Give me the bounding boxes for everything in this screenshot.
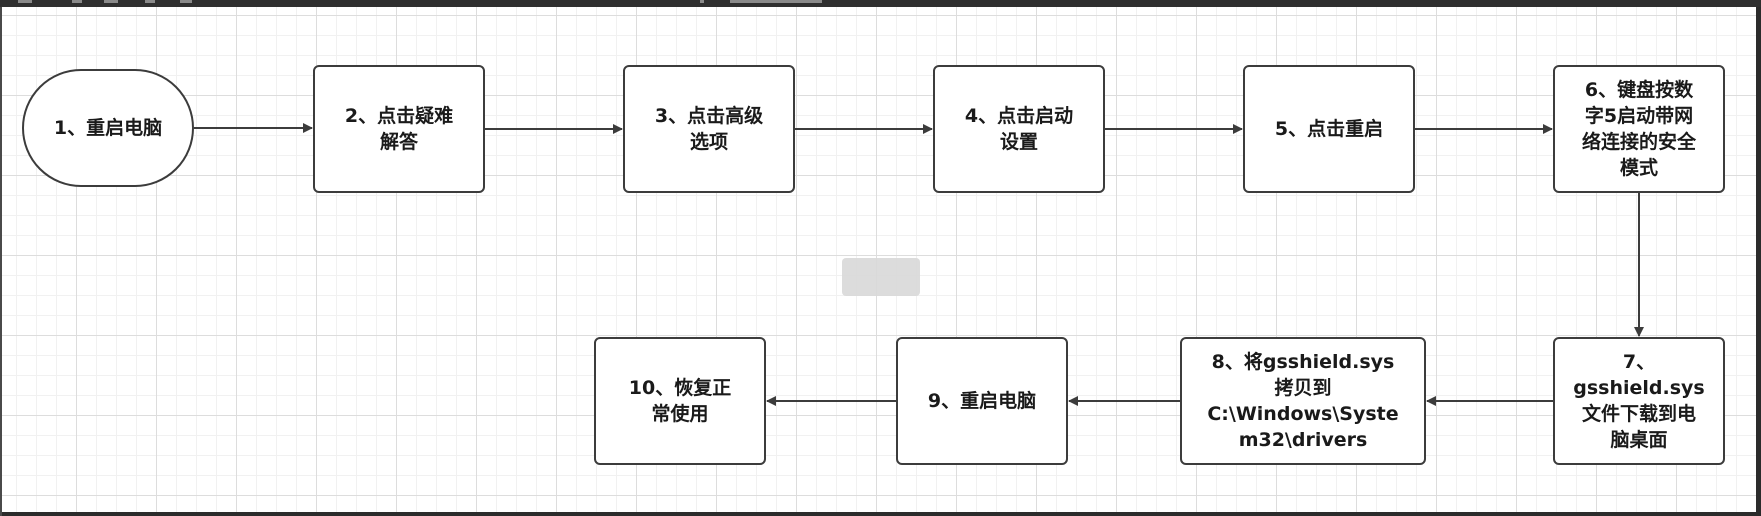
document-title-tab[interactable] [730,0,822,3]
flow-connectors [194,123,1644,406]
flow-node-label: 5、点击重启 [1274,118,1384,140]
flow-node-startup-settings[interactable]: 4、点击启动 设置 [933,65,1105,193]
diagram-canvas[interactable]: 1、重启电脑 2、点击疑难 解答 3、点击高级 选项 4、点击启动 设置 5、点… [2,7,1756,512]
flow-node-download-file[interactable]: 7、 gsshield.sys 文件下载到电 脑桌面 [1553,337,1725,465]
flow-node-restart-pc[interactable]: 1、重启电脑 [22,69,194,187]
canvas-left-border [0,7,2,516]
toolbar-icon[interactable] [72,0,82,3]
flow-node-advanced-options[interactable]: 3、点击高级 选项 [623,65,795,193]
flow-node-label: 9、重启电脑 [927,390,1037,412]
flow-node-resume-normal[interactable]: 10、恢复正 常使用 [594,337,766,465]
flow-node-troubleshoot[interactable]: 2、点击疑难 解答 [313,65,485,193]
toolbar-divider [700,0,704,3]
flow-node-click-restart[interactable]: 5、点击重启 [1243,65,1415,193]
flow-node-label: 1、重启电脑 [53,117,163,139]
toolbar-icon[interactable] [18,0,32,3]
flow-node-label: 7、 gsshield.sys 文件下载到电 脑桌面 [1573,351,1705,451]
window-top-bar [0,0,1761,7]
flow-node-label: 8、将gsshield.sys 拷贝到 C:\Windows\Syste m32… [1207,351,1399,451]
flow-node-label: 6、键盘按数 字5启动带网 络连接的安全 模式 [1581,79,1696,179]
flow-node-label: 10、恢复正 常使用 [628,377,732,425]
flow-node-label: 4、点击启动 设置 [964,105,1074,153]
flow-node-label: 2、点击疑难 解答 [344,105,454,153]
drag-placeholder [842,258,920,296]
toolbar-icon[interactable] [104,0,118,3]
flow-node-safe-mode-networking[interactable]: 6、键盘按数 字5启动带网 络连接的安全 模式 [1553,65,1725,193]
toolbar-icon[interactable] [180,0,192,3]
flow-node-restart-pc-again[interactable]: 9、重启电脑 [896,337,1068,465]
flow-node-label: 3、点击高级 选项 [654,105,764,153]
flow-node-copy-to-drivers[interactable]: 8、将gsshield.sys 拷贝到 C:\Windows\Syste m32… [1180,337,1426,465]
toolbar-icon[interactable] [145,0,155,3]
